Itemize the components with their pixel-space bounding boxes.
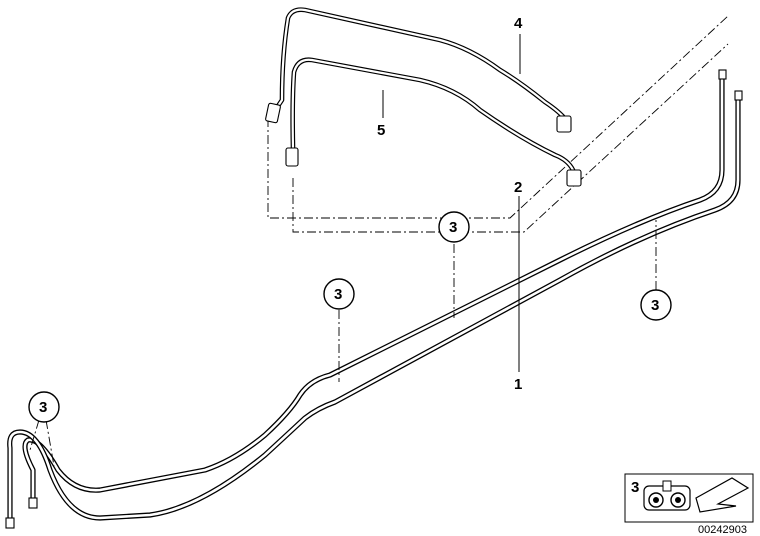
pipe-end-fittings: [5, 69, 743, 529]
callout-label: 3: [39, 399, 47, 416]
fuel-feed-line: [22, 75, 725, 503]
callout-label: 3: [449, 219, 457, 236]
part-label-5: 5: [377, 122, 385, 139]
legend-box: 3: [624, 473, 754, 523]
callout-label: 3: [334, 286, 342, 303]
arrow-icon: [695, 477, 750, 513]
fuel-hose-upper: [265, 7, 572, 133]
assembly-frame-lower: [292, 43, 729, 233]
callout-label: 3: [651, 297, 659, 314]
callout-bracket-1[interactable]: 3: [438, 211, 470, 243]
drawing-number: 00242903: [698, 524, 747, 536]
part-label-2: 2: [514, 179, 522, 196]
part-label-4: 4: [514, 15, 523, 32]
callout-bracket-4[interactable]: 3: [28, 391, 60, 423]
leader-lines: [382, 34, 521, 372]
fuel-hose-lower: [285, 57, 582, 187]
legend-number: 3: [631, 479, 639, 496]
fuel-return-line: [7, 95, 741, 525]
callout-bracket-2[interactable]: 3: [323, 278, 355, 310]
pipe-clip-icon: [643, 480, 691, 511]
callout-leaders: [29, 220, 657, 467]
callout-bracket-3[interactable]: 3: [640, 289, 672, 321]
assembly-frame-upper: [267, 15, 729, 219]
part-label-1: 1: [514, 376, 522, 393]
